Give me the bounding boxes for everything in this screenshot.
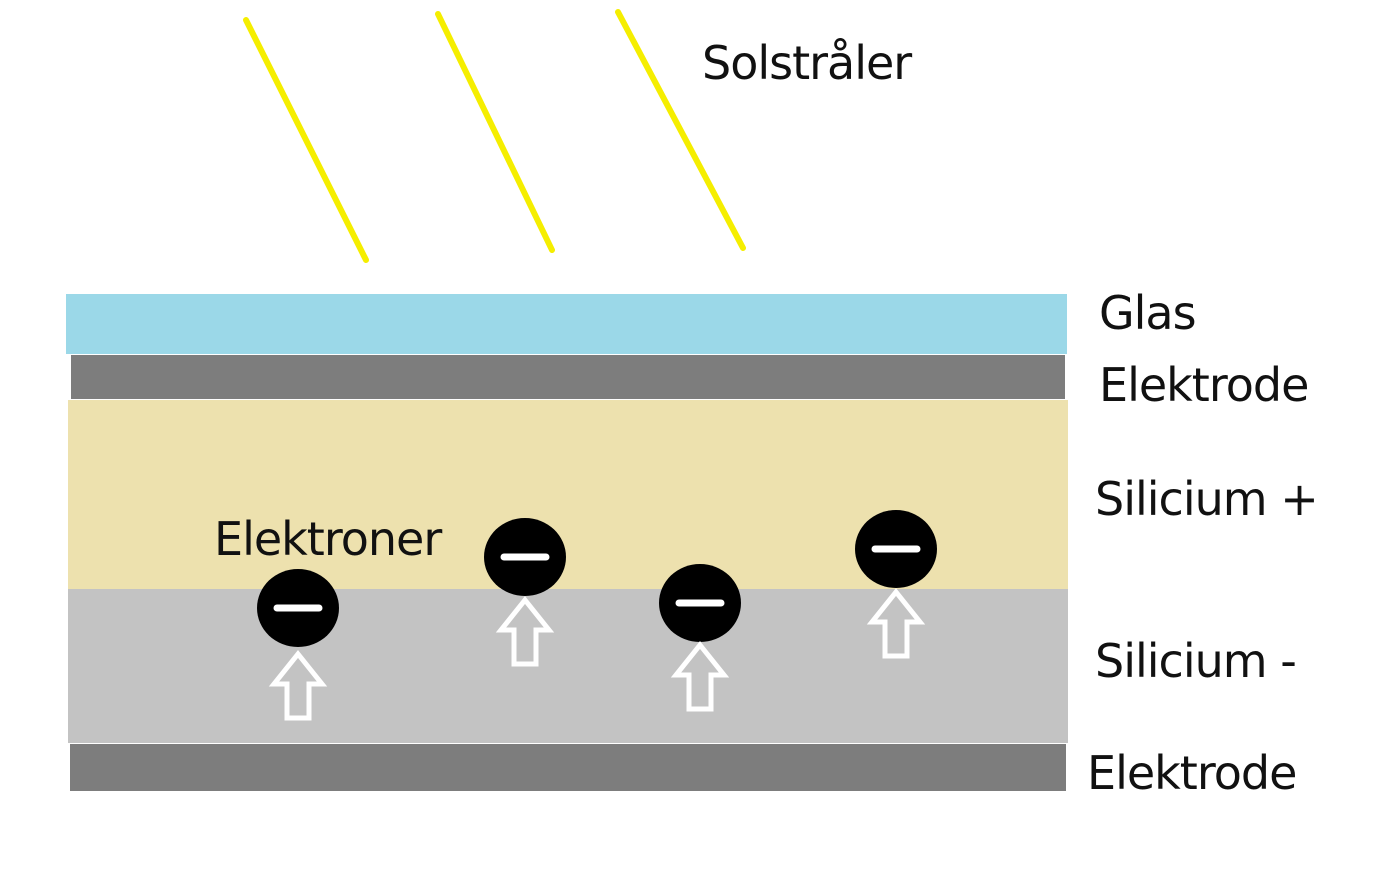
up-arrow-icon (866, 587, 926, 659)
sunray-3 (615, 9, 746, 251)
electron-3 (659, 564, 741, 712)
sunray-1 (243, 17, 369, 263)
up-arrow-icon (268, 649, 328, 721)
up-arrow-icon (495, 595, 555, 667)
silicon-positive-label: Silicium + (1095, 472, 1319, 526)
electron-4 (855, 510, 937, 659)
electrons-label: Elektroner (214, 512, 442, 566)
electron-2 (484, 518, 566, 667)
electron-1 (257, 569, 339, 721)
silicon-negative-label: Silicium - (1095, 634, 1297, 688)
top-electrode-layer (71, 355, 1065, 399)
sunrays (243, 9, 746, 263)
bottom-electrode-layer (70, 744, 1066, 791)
top-electrode-label: Elektrode (1099, 358, 1309, 412)
sunrays-label: Solstråler (702, 36, 912, 90)
glass-layer (66, 294, 1067, 354)
electrons (257, 510, 937, 721)
up-arrow-icon (670, 640, 730, 712)
bottom-electrode-label: Elektrode (1087, 746, 1297, 800)
silicon-negative-layer (68, 589, 1068, 743)
sunray-2 (435, 11, 555, 253)
glass-label: Glas (1099, 286, 1197, 340)
